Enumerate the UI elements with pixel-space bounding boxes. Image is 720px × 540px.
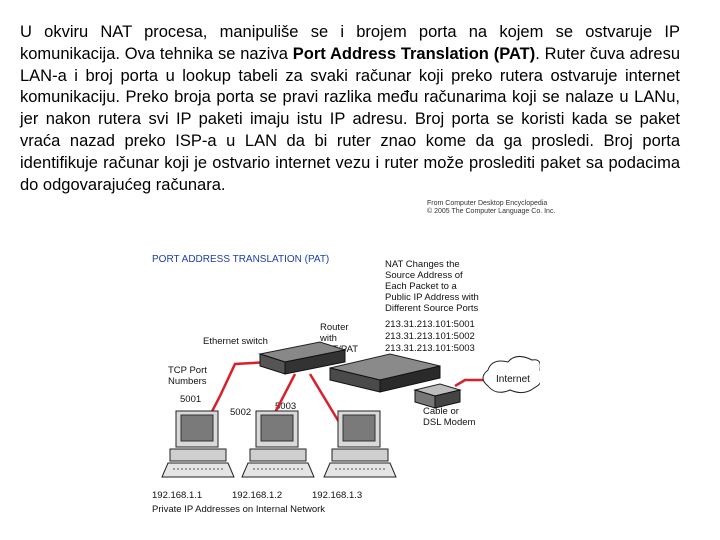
nat-note-line: Source Address of <box>385 270 463 281</box>
pat-term: Port Address Translation (PAT) <box>292 44 536 63</box>
ethernet-switch <box>258 341 347 375</box>
pat-diagram: PORT ADDRESS TRANSLATION (PAT) NAT Chang… <box>140 246 543 526</box>
svg-text:Numbers: Numbers <box>168 376 207 387</box>
cable-modem <box>413 383 462 409</box>
computer-2 <box>241 410 315 478</box>
nat-note-line: Public IP Address with <box>385 292 479 303</box>
nat-note: NAT Changes the Source Address of Each P… <box>385 259 479 354</box>
modem-label: Cable or DSL Modem <box>423 406 476 428</box>
public-port-2: 213.31.213.101:5002 <box>385 331 475 342</box>
svg-text:TCP Port: TCP Port <box>168 365 207 376</box>
port-label-1: 5001 <box>180 394 201 405</box>
svg-text:DSL Modem: DSL Modem <box>423 417 476 428</box>
paragraph-text-end: . Ruter čuva adresu LAN-a i broj porta u… <box>20 44 681 194</box>
private-ip-1: 192.168.1.1 <box>152 490 202 501</box>
nat-note-line: NAT Changes the <box>385 259 460 270</box>
internet-label: Internet <box>496 374 530 385</box>
svg-text:Cable or: Cable or <box>423 406 459 417</box>
router <box>329 353 441 393</box>
public-port-1: 213.31.213.101:5001 <box>385 319 475 330</box>
private-network-caption: Private IP Addresses on Internal Network <box>152 504 325 515</box>
port-label-2: 5002 <box>230 407 251 418</box>
paragraph-text-start: U okviru NAT procesa, manipuliše se i br… <box>20 23 680 63</box>
nat-note-line: Different Source Ports <box>385 303 479 314</box>
source-credit: From Computer Desktop Encyclopedia © 200… <box>427 200 555 216</box>
body-paragraph: U okviru NAT procesa, manipuliše se i br… <box>20 22 680 196</box>
computer-3 <box>323 410 397 478</box>
credit-line-2: © 2005 The Computer Language Co. Inc. <box>427 208 556 215</box>
svg-text:with: with <box>319 333 337 344</box>
diagram-title: PORT ADDRESS TRANSLATION (PAT) <box>152 254 329 265</box>
private-ip-3: 192.168.1.3 <box>312 490 362 501</box>
switch-label: Ethernet switch <box>203 336 268 347</box>
nat-note-line: Each Packet to a <box>385 281 458 292</box>
tcp-port-label: TCP Port Numbers <box>168 365 207 387</box>
public-port-3: 213.31.213.101:5003 <box>385 343 475 354</box>
internet-cloud <box>482 356 543 394</box>
svg-text:Router: Router <box>320 322 349 333</box>
computer-1 <box>161 410 235 478</box>
port-label-3: 5003 <box>275 401 296 412</box>
private-ip-2: 192.168.1.2 <box>232 490 282 501</box>
credit-line-1: From Computer Desktop Encyclopedia <box>427 200 548 207</box>
